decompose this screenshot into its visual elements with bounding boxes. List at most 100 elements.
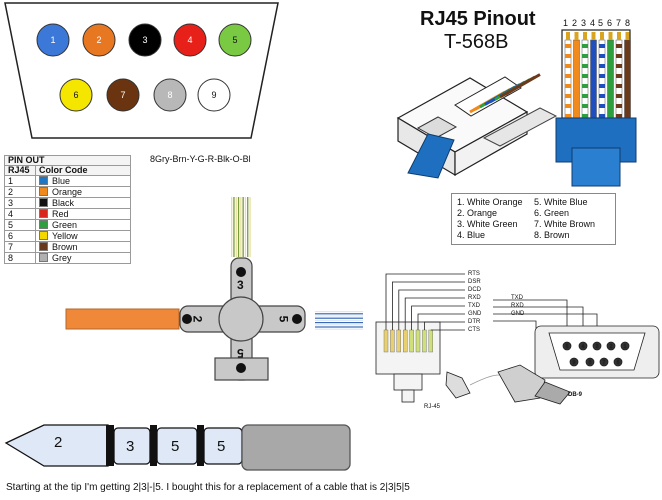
legend-entry: 5. White Blue	[534, 197, 588, 207]
signal-label: RXD	[468, 295, 481, 301]
db9-pin-label: 1	[50, 35, 55, 45]
color-swatch	[39, 209, 48, 218]
color-swatch	[39, 176, 48, 185]
rj45-plug-illustration	[396, 73, 558, 179]
rj45-pin-number-row: 1 2 3 4 5 6 7 8	[563, 18, 633, 30]
legend-entry: 1. White Orange	[457, 197, 523, 207]
db9-pin-7	[106, 78, 140, 112]
rj45-subtitle: T-568B	[444, 31, 509, 53]
signal-label: TXD	[468, 303, 480, 309]
db9-pin-label: 9	[211, 90, 216, 100]
color-swatch	[39, 242, 48, 251]
rj45-title: RJ45 Pinout	[420, 8, 536, 30]
rj45-pin-number: 5	[598, 18, 604, 28]
rj45-signal-labels: RTS DSR DCD RXD TXD GND DTR CTS	[468, 270, 492, 334]
pinout-color-cell: Green	[35, 219, 131, 231]
pinout-color-cell: Blue	[35, 175, 131, 187]
db9-schematic-pin-label: 6	[617, 360, 620, 366]
db9-face-outline	[4, 2, 279, 139]
rj45-pin-number: 1	[563, 18, 569, 28]
signal-label: GND	[511, 311, 525, 317]
db9-schematic-pin-label: 1	[624, 344, 627, 350]
pinout-pin-number: 1	[4, 175, 36, 187]
color-swatch	[39, 231, 48, 240]
rj45-front-view	[555, 29, 637, 187]
signal-label: DCD	[468, 287, 481, 293]
signal-label: DTR	[468, 319, 481, 325]
signal-label: GND	[468, 311, 482, 317]
db9-pin-9	[197, 78, 231, 112]
db9-schematic-pin-label: 5	[566, 344, 569, 350]
pinout-pin-number: 5	[4, 219, 36, 231]
plug-segment-tip: 2	[54, 434, 63, 451]
pinout-pin-number: 4	[4, 208, 36, 220]
db9-connector-label: DB-9	[568, 392, 583, 398]
db9-schematic-pin-label: 9	[573, 360, 576, 366]
db9-pin-2	[82, 23, 116, 57]
pinout-color-cell: Orange	[35, 186, 131, 198]
pinout-row: 6 Yellow	[4, 230, 131, 242]
audio-plug	[4, 424, 351, 471]
db9-pin-4	[173, 23, 207, 57]
pinout-pin-number: 6	[4, 230, 36, 242]
pinout-pin-number: 3	[4, 197, 36, 209]
rj45-pin-number: 7	[616, 18, 622, 28]
adapter-label-right: 5	[276, 315, 291, 323]
legend-entry: 2. Orange	[457, 208, 498, 218]
pinout-pin-number: 7	[4, 241, 36, 253]
pinout-col-color: Color Code	[35, 165, 131, 176]
legend-entry: 3. White Green	[457, 219, 518, 229]
pinout-row: 4 Red	[4, 208, 131, 220]
db9-pin-label: 3	[142, 35, 147, 45]
db9-schematic-pin-label: 8	[589, 360, 592, 366]
caption-text: Starting at the tip I'm getting 2|3|-|5.…	[6, 482, 410, 493]
db9-schematic-pin-label: 3	[596, 344, 599, 350]
rj45-pin-number: 2	[572, 18, 578, 28]
adapter-label-left: 2	[190, 315, 205, 323]
signal-label: CTS	[468, 327, 480, 333]
db9-pin-8	[153, 78, 187, 112]
pinout-color-name: Green	[52, 220, 78, 230]
legend-entry: 4. Blue	[457, 230, 486, 240]
cross-adapter	[65, 197, 363, 381]
db9-pin-label: 2	[96, 35, 101, 45]
pinout-col-rj45: RJ45	[4, 165, 36, 176]
db9-schematic-pin-label: 4	[582, 344, 585, 350]
pinout-color-name: Red	[52, 209, 69, 219]
legend-entry: 7. White Brown	[534, 219, 596, 229]
plug-segment-ring3: 5	[217, 438, 226, 455]
pinout-color-cell: Red	[35, 208, 131, 220]
pinout-color-cell: Black	[35, 197, 131, 209]
rj45-pin-number: 4	[590, 18, 596, 28]
db9-pin-5	[218, 23, 252, 57]
color-swatch	[39, 253, 48, 262]
pinout-table-title: PIN OUT	[4, 155, 131, 166]
pinout-color-name: Yellow	[52, 231, 78, 241]
signal-label: DSR	[468, 279, 481, 285]
db9-pin-label: 5	[232, 35, 237, 45]
rj45-pin-number: 3	[581, 18, 587, 28]
db9-pin-6	[59, 78, 93, 112]
rj45-pin-number: 8	[625, 18, 631, 28]
color-sequence-note: 8Gry-Brn-Y-G-R-Blk-O-Bl	[150, 154, 251, 164]
pinout-color-name: Brown	[52, 242, 78, 252]
db9-schematic-pin-label: 7	[603, 360, 606, 366]
db9-pin-label: 8	[167, 90, 172, 100]
db9-pin-1	[36, 23, 70, 57]
pinout-color-cell: Yellow	[35, 230, 131, 242]
color-swatch	[39, 220, 48, 229]
adapter-label-bottom: 5	[237, 346, 244, 360]
rj45-pin-number: 6	[607, 18, 613, 28]
signal-label: RTS	[468, 271, 480, 277]
rj45-connector-label: RJ-45	[424, 404, 441, 410]
rj45-color-legend: 1. White Orange 2. Orange 3. White Green…	[451, 193, 616, 245]
db9-pin-label: 6	[73, 90, 78, 100]
db9-pin-3	[128, 23, 162, 57]
legend-entry: 6. Green	[534, 208, 570, 218]
